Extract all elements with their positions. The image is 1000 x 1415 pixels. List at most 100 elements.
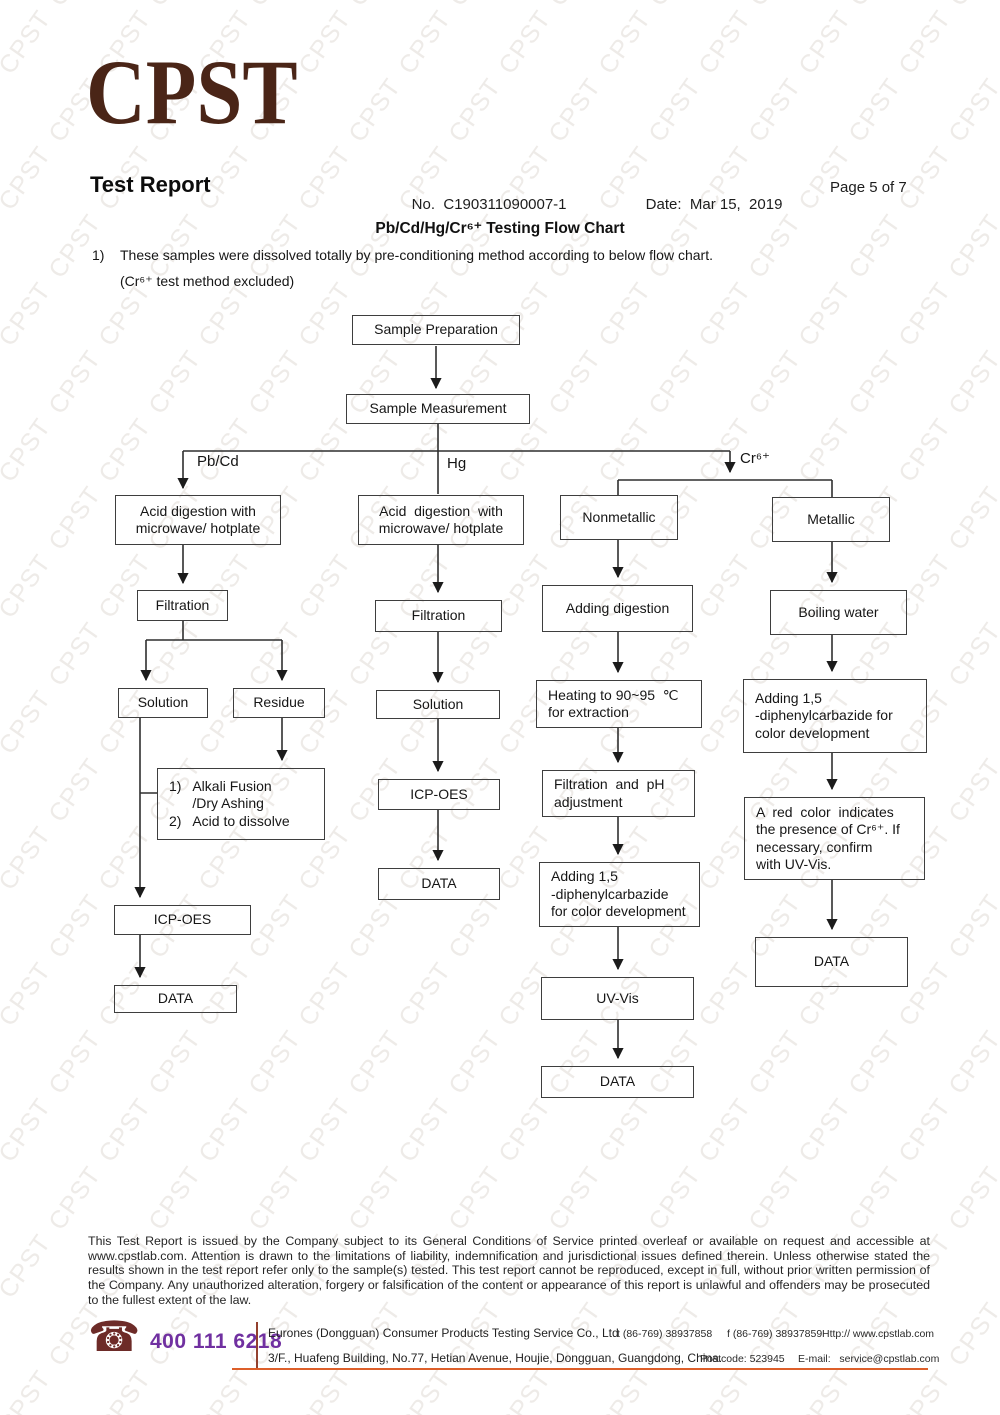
watermark-text: CPST: [493, 1365, 557, 1415]
watermark-text: CPST: [143, 0, 207, 12]
node-metallic-data: DATA: [755, 937, 908, 987]
watermark-text: CPST: [843, 73, 907, 148]
watermark-text: CPST: [43, 753, 107, 828]
watermark-text: CPST: [443, 73, 507, 148]
watermark-text: CPST: [793, 277, 857, 352]
watermark-text: CPST: [0, 1365, 57, 1415]
intro-line2: (Cr⁶⁺ test method excluded): [120, 273, 295, 289]
watermark-text: CPST: [443, 1161, 507, 1236]
report-no: No. C190311090007-1: [395, 179, 567, 230]
watermark-text: CPST: [893, 277, 957, 352]
watermark-text: CPST: [293, 5, 357, 80]
watermark-text: CPST: [543, 0, 607, 12]
watermark-text: CPST: [743, 73, 807, 148]
watermark-text: CPST: [343, 1025, 407, 1100]
watermark-text: CPST: [943, 345, 1000, 420]
watermark-text: CPST: [43, 345, 107, 420]
watermark-text: CPST: [993, 277, 1000, 352]
watermark-text: CPST: [593, 5, 657, 80]
node-hg-icp-oes: ICP-OES: [378, 779, 500, 810]
watermark-text: CPST: [393, 957, 457, 1032]
watermark-text: CPST: [193, 413, 257, 488]
watermark-text: CPST: [693, 957, 757, 1032]
watermark-text: CPST: [193, 1093, 257, 1168]
watermark-text: CPST: [343, 73, 407, 148]
watermark-text: CPST: [293, 1093, 357, 1168]
watermark-text: CPST: [0, 753, 7, 828]
watermark-text: CPST: [443, 0, 507, 12]
watermark-text: CPST: [943, 617, 1000, 692]
company-name: Eurones (Dongguan) Consumer Products Tes…: [268, 1326, 619, 1340]
watermark-text: CPST: [0, 889, 7, 964]
watermark-text: CPST: [0, 957, 57, 1032]
watermark-text: CPST: [343, 0, 407, 12]
watermark-text: CPST: [643, 1161, 707, 1236]
watermark-text: CPST: [143, 1025, 207, 1100]
watermark-text: CPST: [43, 889, 107, 964]
node-pbcd-icp-oes: ICP-OES: [114, 905, 251, 935]
watermark-text: CPST: [243, 345, 307, 420]
watermark-text: CPST: [993, 413, 1000, 488]
watermark-text: CPST: [0, 481, 7, 556]
watermark-text: CPST: [493, 5, 557, 80]
watermark-text: CPST: [0, 821, 57, 896]
watermark-text: CPST: [593, 277, 657, 352]
footer-divider: [256, 1322, 258, 1370]
watermark-text: CPST: [943, 481, 1000, 556]
watermark-text: CPST: [693, 5, 757, 80]
watermark-text: CPST: [993, 1093, 1000, 1168]
node-nonmetallic: Nonmetallic: [560, 495, 678, 540]
watermark-text: CPST: [743, 345, 807, 420]
watermark-text: CPST: [443, 889, 507, 964]
watermark-text: CPST: [143, 617, 207, 692]
watermark-text: CPST: [993, 685, 1000, 760]
watermark-text: CPST: [993, 141, 1000, 216]
watermark-text: CPST: [293, 141, 357, 216]
watermark-text: CPST: [193, 1365, 257, 1415]
node-adding-diphenylcarbazide-nonmetallic: Adding 1,5 -diphenylcarbazide for color …: [539, 862, 700, 927]
watermark-text: CPST: [493, 413, 557, 488]
report-no-label: No.: [411, 196, 436, 213]
watermark-text: CPST: [0, 1093, 57, 1168]
watermark-text: CPST: [643, 73, 707, 148]
watermark-text: CPST: [693, 277, 757, 352]
watermark-text: CPST: [793, 413, 857, 488]
watermark-text: CPST: [943, 0, 1000, 12]
watermark-text: CPST: [243, 0, 307, 12]
company-postcode: Postcode: 523945: [700, 1353, 785, 1365]
watermark-text: CPST: [443, 1025, 507, 1100]
cpst-logo: CPST: [86, 41, 298, 143]
watermark-text: CPST: [293, 549, 357, 624]
watermark-text: CPST: [0, 1025, 7, 1100]
node-heating-extraction: Heating to 90~95 ℃ for extraction: [536, 680, 702, 728]
spacer: [682, 196, 690, 213]
watermark-text: CPST: [43, 1161, 107, 1236]
watermark-text: CPST: [993, 821, 1000, 896]
watermark-text: CPST: [0, 617, 7, 692]
watermark-text: CPST: [543, 345, 607, 420]
report-date: Date: Mar 15, 2019: [629, 179, 783, 230]
watermark-text: CPST: [593, 1093, 657, 1168]
disclaimer-text: This Test Report is issued by the Compan…: [88, 1234, 930, 1307]
watermark-text: CPST: [93, 1093, 157, 1168]
watermark-text: CPST: [0, 1297, 7, 1372]
date-value: Mar 15, 2019: [689, 196, 783, 213]
node-hg-filtration: Filtration: [375, 600, 502, 632]
node-metallic: Metallic: [772, 497, 890, 542]
watermark-text: CPST: [793, 5, 857, 80]
node-hg-data: DATA: [378, 868, 500, 900]
watermark-text: CPST: [0, 345, 7, 420]
watermark-text: CPST: [843, 0, 907, 12]
page-number: Page 5 of 7: [830, 179, 907, 196]
watermark-text: CPST: [693, 1365, 757, 1415]
node-hg-solution: Solution: [376, 690, 500, 719]
node-uv-vis: UV-Vis: [541, 977, 694, 1020]
watermark-text: CPST: [243, 617, 307, 692]
watermark-text: CPST: [93, 821, 157, 896]
node-red-color-note: A red color indicates the presence of Cr…: [744, 797, 925, 880]
watermark-text: CPST: [643, 0, 707, 12]
watermark-text: CPST: [0, 0, 7, 12]
watermark-text: CPST: [893, 1093, 957, 1168]
watermark-text: CPST: [993, 957, 1000, 1032]
watermark-text: CPST: [543, 73, 607, 148]
